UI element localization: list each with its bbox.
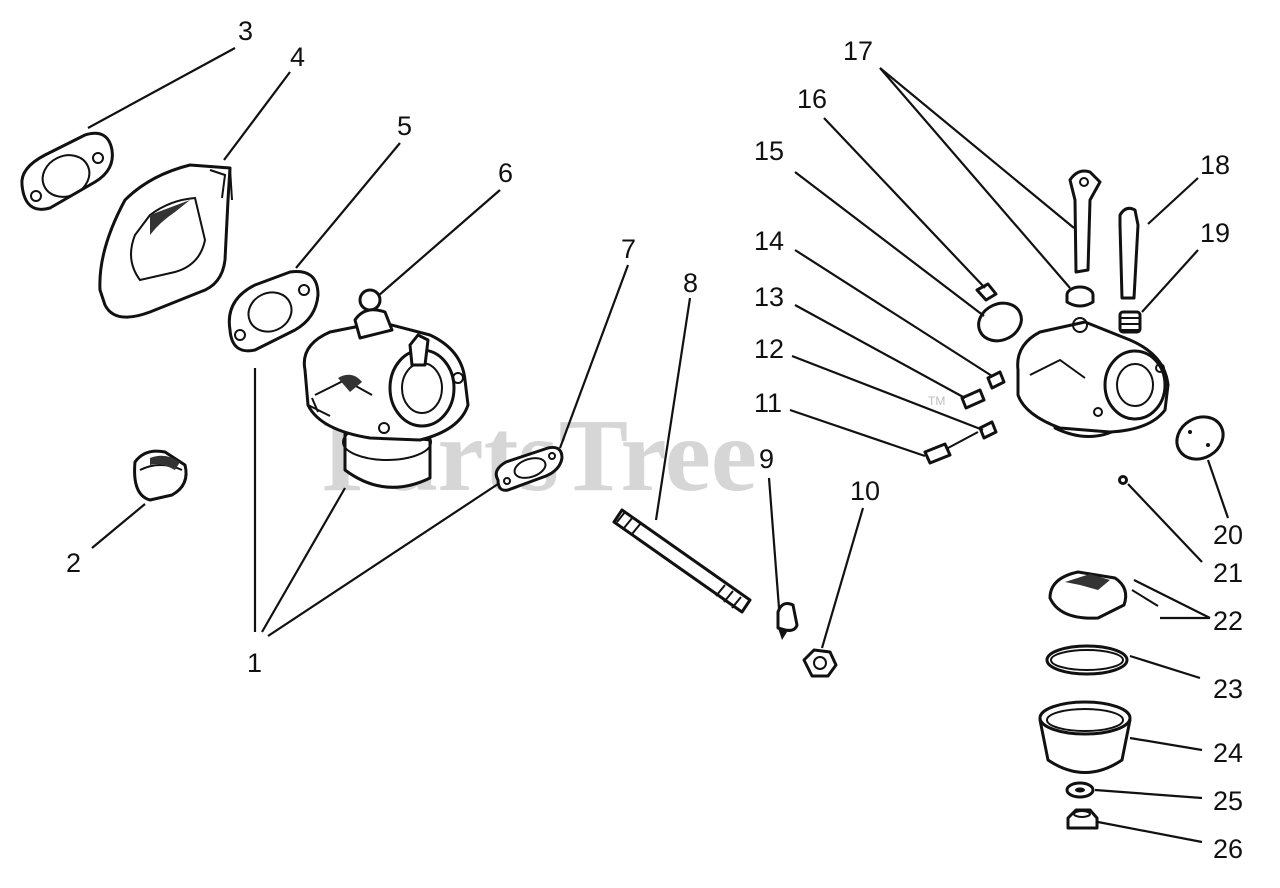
leader-5 xyxy=(295,142,401,269)
part-carburetor-assembly-6 xyxy=(302,288,470,489)
leader-3 xyxy=(87,47,236,129)
part-shaft-17 xyxy=(1065,169,1102,308)
part-screw-13 xyxy=(960,388,986,410)
part-gasket-3 xyxy=(20,131,114,211)
callout-19: 19 xyxy=(1200,218,1230,248)
watermark-trademark: TM xyxy=(928,394,945,408)
callout-5: 5 xyxy=(397,111,412,141)
leader-20 xyxy=(1206,459,1230,519)
leader-9 xyxy=(767,477,781,609)
callout-13: 13 xyxy=(754,282,784,312)
callout-21: 21 xyxy=(1213,558,1243,588)
callout-3: 3 xyxy=(238,16,253,46)
callout-26: 26 xyxy=(1213,834,1243,864)
leader-25 xyxy=(1094,788,1203,800)
callout-25: 25 xyxy=(1213,786,1243,816)
part-float-bowl-24 xyxy=(1038,700,1132,774)
leader-17b xyxy=(879,67,1071,289)
leader-11 xyxy=(789,408,926,458)
part-screw-16 xyxy=(975,282,998,302)
leader-19 xyxy=(1141,249,1199,313)
leader-1c xyxy=(267,483,499,637)
part-spring-12 xyxy=(978,420,998,440)
callout-8: 8 xyxy=(683,268,698,298)
part-gasket-5 xyxy=(227,269,320,353)
leader-15 xyxy=(794,171,985,317)
part-nut-10 xyxy=(802,648,838,678)
leader-24 xyxy=(1129,736,1203,752)
part-needle-11 xyxy=(923,431,979,465)
callout-labels: 1 2 3 4 5 6 7 8 9 10 11 12 13 14 15 16 1… xyxy=(66,16,1243,864)
callout-15: 15 xyxy=(754,136,784,166)
leader-12 xyxy=(791,354,984,432)
leader-16 xyxy=(823,117,986,289)
leader-23 xyxy=(1129,654,1201,680)
part-float-2 xyxy=(133,449,188,502)
leader-22a xyxy=(1133,579,1211,619)
callout-24: 24 xyxy=(1213,738,1243,768)
leader-13 xyxy=(794,304,966,399)
callout-23: 23 xyxy=(1213,674,1243,704)
part-bowl-nut-26 xyxy=(1066,808,1099,830)
part-float-22 xyxy=(1048,570,1159,620)
leader-8 xyxy=(654,297,692,521)
callout-18: 18 xyxy=(1200,150,1230,180)
leader-2 xyxy=(91,503,146,549)
leader-14 xyxy=(794,249,993,377)
part-diaphragm-20 xyxy=(1175,415,1225,461)
leader-lines xyxy=(87,47,1230,844)
leader-1b xyxy=(261,487,346,633)
callout-14: 14 xyxy=(754,226,784,256)
part-stud-8 xyxy=(612,508,752,614)
callout-9: 9 xyxy=(759,444,774,474)
leader-17a xyxy=(879,67,1075,229)
callout-4: 4 xyxy=(290,42,305,72)
part-carburetor-body-right xyxy=(1016,317,1170,438)
callout-20: 20 xyxy=(1213,520,1243,550)
callout-6: 6 xyxy=(498,158,513,188)
leader-10 xyxy=(820,507,865,649)
part-ball-21 xyxy=(1118,475,1128,485)
callout-10: 10 xyxy=(850,476,880,506)
leader-4 xyxy=(223,71,291,161)
callout-7: 7 xyxy=(621,234,636,264)
leader-7 xyxy=(558,264,630,449)
part-washer-25 xyxy=(1065,781,1095,799)
leader-6 xyxy=(377,189,501,297)
part-gasket-7 xyxy=(494,446,564,492)
callout-1: 1 xyxy=(247,648,262,678)
part-clip-9 xyxy=(776,602,799,640)
leader-26 xyxy=(1097,820,1203,844)
part-throttle-plate-15 xyxy=(977,301,1023,343)
callout-17: 17 xyxy=(843,36,873,66)
callout-2: 2 xyxy=(66,548,81,578)
callout-16: 16 xyxy=(797,84,827,114)
leader-21 xyxy=(1127,483,1203,563)
part-spring-19 xyxy=(1118,310,1142,334)
callout-12: 12 xyxy=(754,334,784,364)
part-insulator-plate-4 xyxy=(98,163,233,319)
leader-18 xyxy=(1147,177,1199,225)
part-pin-18 xyxy=(1118,206,1140,300)
callout-22: 22 xyxy=(1213,606,1243,636)
part-o-ring-23 xyxy=(1045,644,1129,676)
callout-11: 11 xyxy=(754,388,782,418)
